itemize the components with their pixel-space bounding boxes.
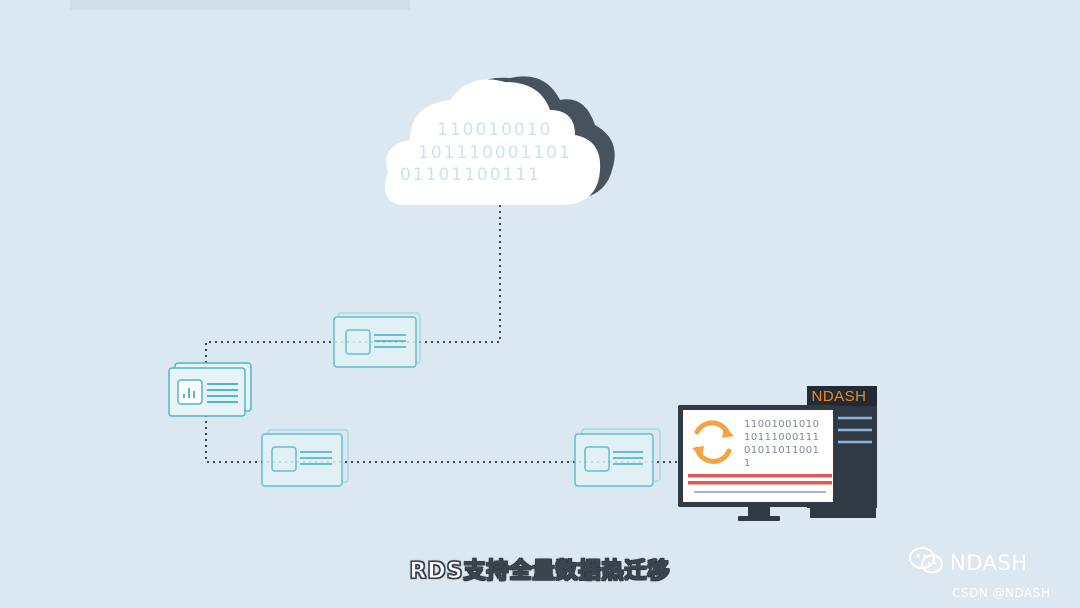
data-packet-4: [574, 428, 661, 487]
watermark-source: CSDN @NDASH: [952, 586, 1051, 600]
top-banner-shadow: [70, 0, 410, 10]
cloud-icon: [384, 76, 615, 205]
data-packet-2: [168, 362, 252, 417]
data-packet-1: [333, 312, 421, 368]
watermark-brand-name: NDASH: [950, 551, 1028, 575]
video-subtitle: RDS支持全量数据热迁移: [409, 559, 671, 585]
connection-lines: [205, 205, 680, 463]
cloud-binary-line-2: 101110001101: [418, 143, 572, 163]
server-label: NDASH: [811, 388, 867, 405]
wechat-icon: [908, 546, 944, 581]
monitor-binary-text: 11001001010 10111000111 01011011001 1: [744, 419, 820, 469]
data-packet-3: [261, 429, 349, 487]
sync-icon: [692, 420, 734, 464]
watermark-brand: NDASH: [908, 546, 1028, 580]
cloud-binary-line-3: 01101100111: [400, 165, 541, 185]
cloud-binary-line-1: 110010010: [437, 120, 553, 140]
